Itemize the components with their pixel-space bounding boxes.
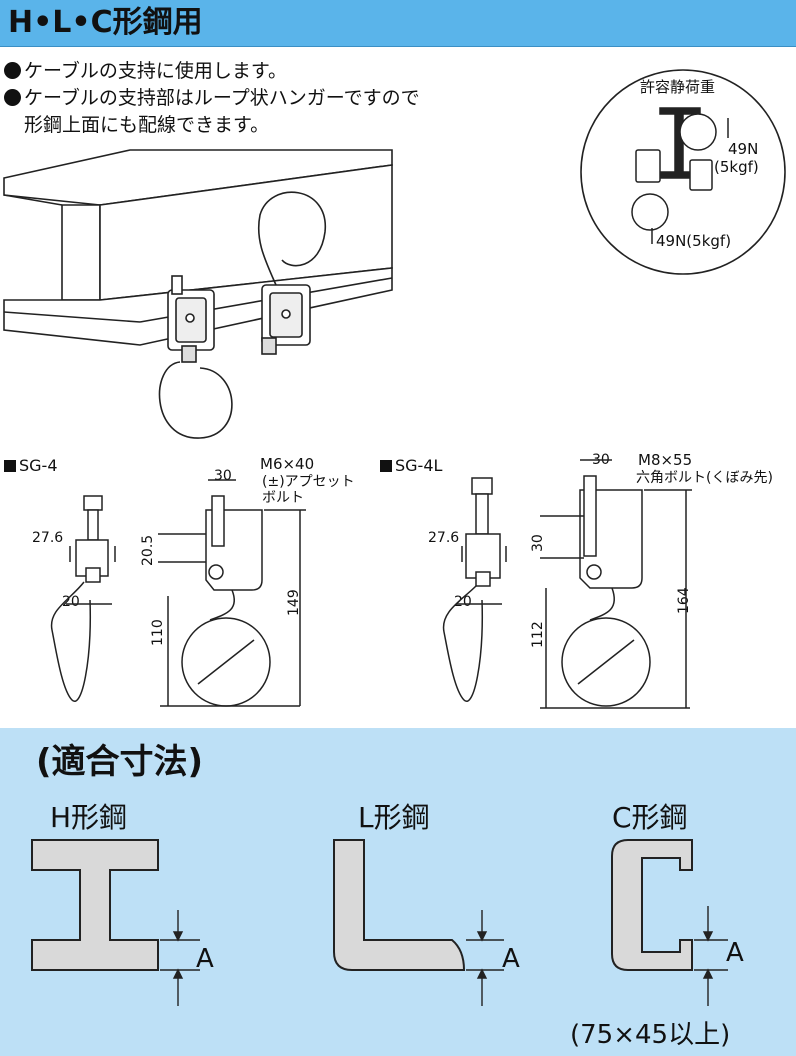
square-bullet-icon (380, 460, 392, 472)
dim-total-sg4: 149 (286, 589, 302, 616)
h-steel-label: H形鋼 (50, 801, 128, 834)
square-bullet-icon (4, 460, 16, 472)
feature-text: ケーブルの支持部はループ状ハンガーですので (24, 87, 420, 109)
l-dim-a: A (502, 944, 520, 974)
dim-lower-sg4l: 20 (454, 594, 472, 610)
l-steel-shape (333, 839, 466, 971)
dim-lower-sg4: 20 (62, 594, 80, 610)
dim-loop-height-sg4l: 112 (530, 621, 546, 648)
l-steel-label: L形鋼 (358, 801, 430, 834)
dim-jaw-sg4l: 30 (530, 534, 546, 552)
dim-top-sg4l: 30 (592, 452, 610, 468)
load-lower-value: 49N(5kgf) (656, 232, 732, 250)
load-upper-kgf: (5kgf) (714, 158, 759, 176)
bullet-icon (4, 62, 21, 79)
feature-text: ケーブルの支持に使用します。 (24, 60, 287, 82)
load-upper-value: 49N (728, 140, 759, 158)
dim-top-sg4: 30 (214, 468, 232, 484)
feature-item: ケーブルの支持に使用します。 (4, 58, 420, 85)
feature-list: ケーブルの支持に使用します。 ケーブルの支持部はループ状ハンガーですので 形鋼上… (4, 58, 420, 139)
bolt-desc-sg4l: 六角ボルト(くぼみ先) (636, 470, 773, 486)
c-steel-shape (611, 839, 693, 971)
load-inset-title: 許容静荷重 (640, 78, 716, 96)
fit-dimensions-section: (適合寸法) H形鋼 L形鋼 C形鋼 A A A (75×45以上) (0, 728, 796, 1056)
dim-width-sg4l: 27.6 (428, 530, 460, 546)
dim-width-sg4: 27.6 (32, 530, 64, 546)
model-label-sg4l: SG-4L (380, 456, 442, 475)
hanger-on-beam-drawing (158, 191, 326, 439)
h-dim-a: A (196, 944, 214, 974)
dim-loop-diameter-sg4l: φ60 (596, 648, 627, 667)
h-steel-shape (31, 839, 159, 971)
load-inset-drawing (631, 107, 729, 244)
dim-loop-diameter-sg4: φ60 (214, 648, 245, 667)
model-name: SG-4L (395, 456, 443, 475)
feature-item: ケーブルの支持部はループ状ハンガーですので (4, 85, 420, 112)
dim-loop-height-sg4: 110 (150, 619, 166, 646)
c-steel-note: (75×45以上) (570, 1020, 731, 1050)
product-illustration (3, 69, 786, 439)
dim-jaw-sg4: 20.5 (140, 534, 156, 566)
model-name: SG-4 (19, 456, 58, 475)
model-label-sg4: SG-4 (4, 456, 58, 475)
bolt-spec-sg4l: M8×55 (638, 451, 693, 469)
fit-section-heading: (適合寸法) (36, 742, 204, 782)
feature-item-continued: 形鋼上面にも配線できます。 (4, 112, 420, 139)
bolt-desc2-sg4: ボルト (262, 490, 304, 506)
dim-total-sg4l: 164 (676, 587, 692, 614)
bolt-desc-sg4: (±)アプセット (262, 474, 355, 490)
feature-text: 形鋼上面にも配線できます。 (24, 114, 270, 136)
page-title: H•L•C形鋼用 (8, 5, 203, 40)
steel-sections-drawing (31, 839, 728, 1006)
bolt-spec-sg4: M6×40 (260, 455, 315, 473)
bullet-icon (4, 89, 21, 106)
c-dim-a: A (726, 938, 744, 968)
title-bar: H•L•C形鋼用 (0, 0, 796, 47)
c-steel-label: C形鋼 (612, 801, 688, 834)
